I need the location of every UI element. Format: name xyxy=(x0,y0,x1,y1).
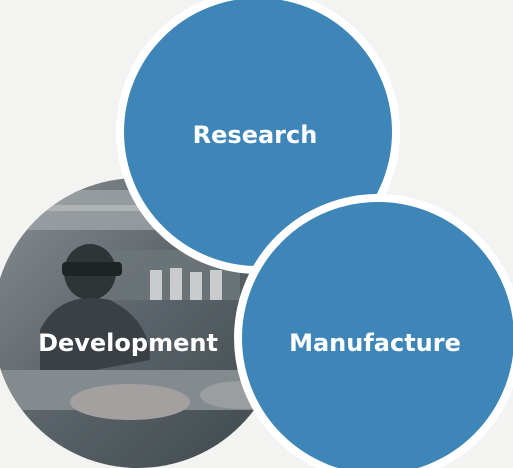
development-label: Development xyxy=(38,329,218,357)
manufacture-label: Manufacture xyxy=(289,329,461,357)
research-label: Research xyxy=(193,121,318,149)
manufacture-circle xyxy=(234,194,513,468)
